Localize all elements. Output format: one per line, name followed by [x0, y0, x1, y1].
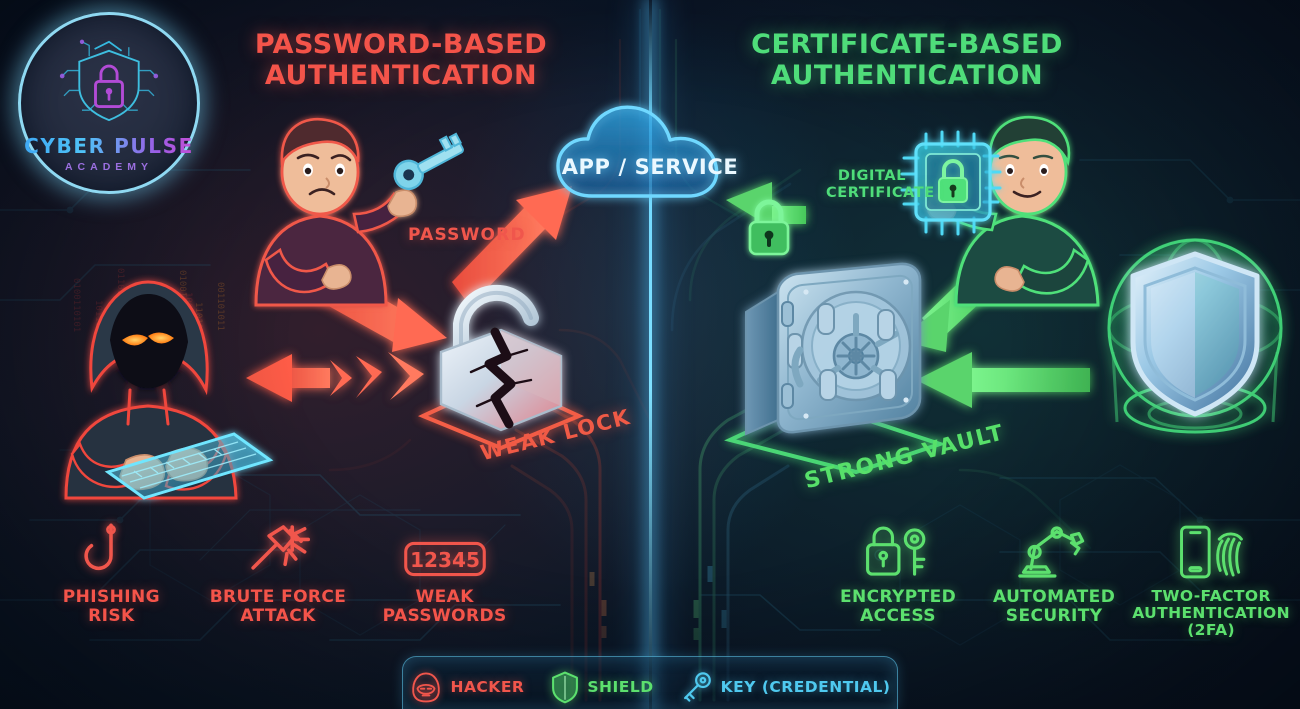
digital-certificate-line1: DIGITAL [837, 168, 907, 184]
legend-label-hacker: HACKER [450, 678, 525, 696]
label-line2: AUTHENTICATION (2FA) [1132, 604, 1290, 640]
feature-encrypted-access: ENCRYPTED ACCESS [820, 520, 976, 639]
hammer-icon [246, 520, 310, 580]
bank-vault-door-icon [724, 262, 947, 475]
hacker-hood-icon [412, 672, 441, 703]
brand-logo: CYBER PULSE ACADEMY [18, 12, 200, 194]
shield-icon [552, 671, 579, 704]
feature-brute-force-attack: BRUTE FORCE ATTACK [195, 520, 362, 625]
fish-hook-icon [84, 520, 135, 580]
worried-user-with-key-icon [254, 117, 464, 307]
feature-weak-passwords: 12345 WEAK PASSWORDS [361, 520, 528, 625]
feature-brute-force-attack-label: BRUTE FORCE ATTACK [210, 588, 347, 625]
label-line1: AUTOMATED [993, 587, 1116, 607]
hooded-hacker-at-keyboard-icon [64, 280, 274, 500]
digital-certificate-line2: CERTIFICATE [826, 185, 935, 202]
legend-bar: HACKER SHIELD KEY (CREDENTIAL) [402, 656, 898, 709]
left-title-line1: PASSWORD-BASED [254, 29, 548, 60]
feature-phishing-risk-label: PHISHING RISK [63, 588, 160, 625]
left-column-title: PASSWORD-BASED AUTHENTICATION [243, 29, 559, 92]
key-icon [683, 672, 711, 702]
label-line1: BRUTE FORCE [209, 587, 347, 607]
feature-automated-security: AUTOMATED SECURITY [976, 520, 1132, 639]
label-line1: ENCRYPTED [839, 587, 957, 607]
legend-item-hacker: HACKER [409, 670, 524, 704]
legend-label-key: KEY (CREDENTIAL) [720, 678, 891, 696]
feature-two-factor-authentication-label: TWO-FACTOR AUTHENTICATION (2FA) [1132, 587, 1290, 640]
feature-two-factor-authentication: TWO-FACTOR AUTHENTICATION (2FA) [1132, 520, 1290, 639]
label-line1: TWO-FACTOR [1151, 587, 1271, 605]
pin-12345-icon: 12345 [403, 520, 487, 580]
password-label: PASSWORD [408, 225, 526, 245]
feature-weak-passwords-label: WEAK PASSWORDS [383, 588, 507, 625]
label-line2: SECURITY [1005, 605, 1103, 626]
glowing-shield-icon [1107, 238, 1283, 434]
robot-arm-icon [1018, 520, 1090, 580]
label-line1: PHISHING [62, 587, 160, 607]
right-feature-list: ENCRYPTED ACCESS [820, 520, 1290, 639]
padlock-key-icon [863, 520, 933, 580]
left-feature-list: PHISHING RISK BRUTE FORCE [28, 520, 528, 625]
pin-value: 12345 [410, 548, 480, 572]
feature-phishing-risk: PHISHING RISK [28, 520, 195, 625]
label-line2: ACCESS [860, 605, 936, 626]
phone-fingerprint-icon [1176, 520, 1246, 580]
label-line2: RISK [88, 605, 135, 626]
label-line2: PASSWORDS [382, 605, 507, 626]
shield-lock-circuit-icon [59, 39, 159, 121]
logo-title: CYBER PULSE [24, 133, 194, 158]
cloud-label: APP / SERVICE [561, 155, 739, 179]
label-line2: ATTACK [240, 605, 316, 626]
padlock-icon [748, 199, 790, 256]
legend-item-key: KEY (CREDENTIAL) [680, 670, 891, 704]
feature-automated-security-label: AUTOMATED SECURITY [993, 588, 1115, 625]
label-line1: WEAK [415, 587, 474, 607]
right-title-line1: CERTIFICATE-BASED [751, 29, 1063, 60]
logo-subtitle: ACADEMY [64, 160, 154, 173]
chip-lock-icon [900, 130, 1002, 236]
cracked-padlock-icon [417, 284, 585, 451]
left-title-line2: AUTHENTICATION [264, 59, 538, 91]
digital-certificate-label: DIGITAL CERTIFICATE [826, 168, 935, 203]
key-icon [393, 132, 464, 191]
legend-item-shield: SHIELD [550, 670, 653, 704]
cloud-icon [556, 105, 719, 198]
confident-user-with-certificate-chip-icon [926, 115, 1100, 307]
center-divider [649, 0, 652, 709]
legend-label-shield: SHIELD [587, 678, 654, 696]
right-title-line2: AUTHENTICATION [770, 59, 1044, 91]
right-column-title: CERTIFICATE-BASED AUTHENTICATION [742, 29, 1072, 92]
feature-encrypted-access-label: ENCRYPTED ACCESS [840, 588, 956, 625]
